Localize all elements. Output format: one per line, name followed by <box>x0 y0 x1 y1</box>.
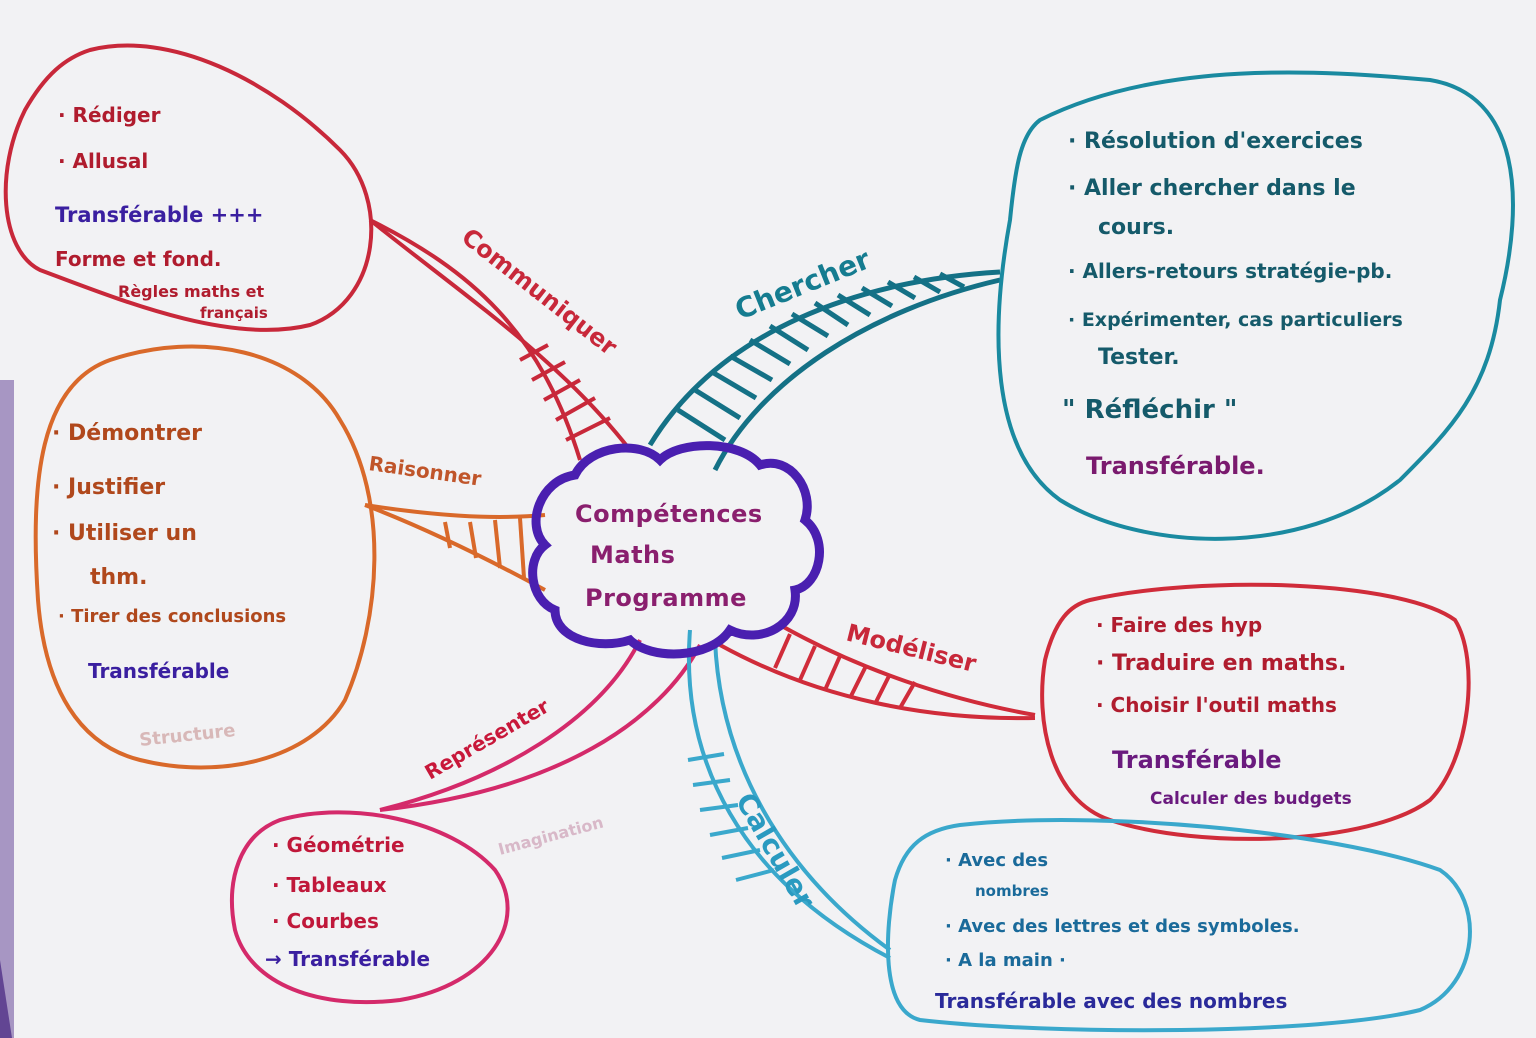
branch-raisonner-line <box>364 503 546 519</box>
branch-representer <box>230 639 702 1005</box>
branch-communiquer-line-outer <box>368 218 632 452</box>
bubble-communiquer <box>3 43 374 332</box>
modeliser-item: · Choisir l'outil maths <box>1096 693 1337 717</box>
chercher-item: · Expérimenter, cas particuliers <box>1068 309 1403 331</box>
bubble-representer <box>230 810 510 1005</box>
modeliser-item: Calculer des budgets <box>1150 789 1352 809</box>
bubble-calculer-text: · Avec des nombres · Avec des lettres et… <box>935 850 1300 1013</box>
raisonner-item: · Tirer des conclusions <box>58 606 286 627</box>
center-title-line-3: Programme <box>585 584 747 612</box>
center-title: Compétences Maths Programme <box>575 500 763 612</box>
representer-item: · Tableaux <box>272 873 387 897</box>
chercher-item: · Allers-retours stratégie-pb. <box>1068 259 1392 283</box>
branch-modeliser-hatching <box>773 633 917 709</box>
branch-calculer <box>687 629 1472 1033</box>
calculer-item: · Avec des lettres et des symboles. <box>945 916 1300 937</box>
representer-transferable: → Transférable <box>265 947 430 971</box>
branch-modeliser <box>719 582 1471 841</box>
communiquer-item: Règles maths et <box>118 282 265 301</box>
chercher-item: · Aller chercher dans le <box>1068 176 1356 201</box>
branch-calculer-hatching <box>687 752 775 882</box>
branch-chercher-hatching <box>676 271 966 443</box>
modeliser-item: · Traduire en maths. <box>1096 651 1346 676</box>
bubble-communiquer-text: · Rédiger · Allusal Transférable +++ For… <box>55 103 268 322</box>
bubble-raisonner <box>33 344 377 770</box>
raisonner-transferable: Transférable <box>88 659 229 683</box>
raisonner-item: thm. <box>90 565 147 590</box>
chercher-item: cours. <box>1098 215 1174 240</box>
calculer-item: nombres <box>975 882 1049 900</box>
branch-chercher <box>647 70 1515 541</box>
center-cloud <box>528 441 824 659</box>
branch-chercher-line-inner <box>712 277 1001 472</box>
branch-raisonner-line-outer <box>364 503 546 592</box>
calculer-transferable: Transférable avec des nombres <box>935 989 1287 1013</box>
calculer-item: · A la main · <box>945 950 1066 971</box>
raisonner-item: · Justifier <box>52 475 165 500</box>
center-title-line-2: Maths <box>590 541 675 569</box>
branch-representer-line <box>379 639 642 812</box>
communiquer-item: · Rédiger <box>58 103 161 127</box>
branch-calculer-line-inner <box>713 639 892 952</box>
bubble-modeliser <box>1040 582 1471 841</box>
bubble-representer-text: · Géométrie · Tableaux · Courbes → Trans… <box>265 833 430 971</box>
branch-communiquer-line <box>369 218 582 461</box>
modeliser-transferable: Transférable <box>1112 746 1282 774</box>
bubble-raisonner-text: · Démontrer · Justifier · Utiliser un th… <box>52 421 286 751</box>
branch-raisonner-hatching <box>443 517 526 579</box>
chercher-item: " Réfléchir " <box>1062 395 1237 425</box>
chercher-item: Tester. <box>1098 345 1180 370</box>
paper-edge-shadow <box>0 380 14 1038</box>
bubble-calculer <box>886 818 1472 1033</box>
communiquer-item: · Allusal <box>58 149 148 173</box>
branch-raisonner <box>33 344 546 770</box>
branch-communiquer <box>3 43 632 461</box>
communiquer-item: Forme et fond. <box>55 247 222 271</box>
branch-calculer-line <box>687 629 891 960</box>
branch-communiquer-hatching <box>519 343 611 442</box>
branch-representer-line-inner <box>379 644 702 812</box>
chercher-item: · Résolution d'exercices <box>1068 129 1363 154</box>
raisonner-item: · Utiliser un <box>52 521 197 546</box>
branch-modeliser-line <box>779 623 1036 717</box>
communiquer-item: français <box>200 304 268 322</box>
bubble-chercher-text: · Résolution d'exercices · Aller cherche… <box>1062 129 1403 480</box>
bubble-modeliser-text: · Faire des hyp · Traduire en maths. · C… <box>1096 613 1352 809</box>
representer-item: · Courbes <box>272 909 379 933</box>
modeliser-item: · Faire des hyp <box>1096 613 1262 637</box>
calculer-item: · Avec des <box>945 850 1048 871</box>
representer-item: · Géométrie <box>272 833 405 857</box>
communiquer-transferable: Transférable +++ <box>55 203 263 227</box>
center-title-line-1: Compétences <box>575 500 763 528</box>
raisonner-item: · Démontrer <box>52 421 202 446</box>
chercher-transferable: Transférable. <box>1086 452 1265 480</box>
bubble-chercher <box>996 70 1515 541</box>
